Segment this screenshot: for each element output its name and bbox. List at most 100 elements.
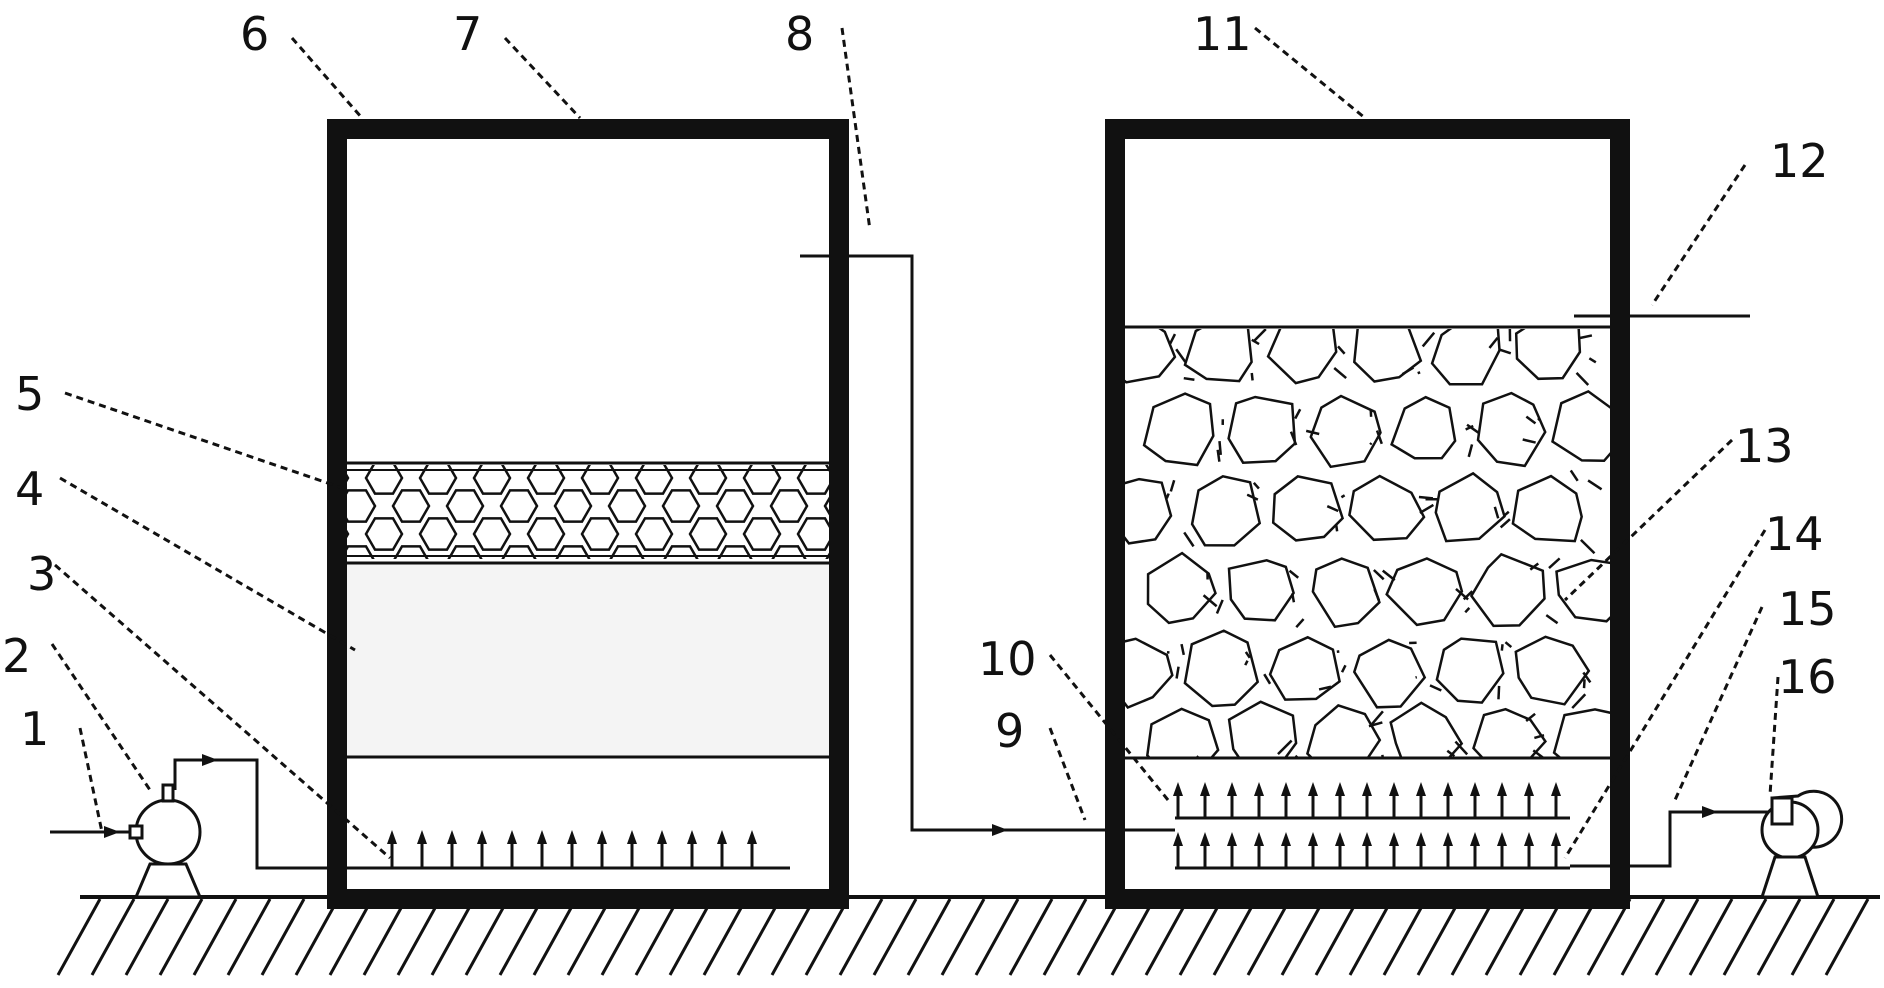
hatch-line xyxy=(126,899,168,975)
lower-nozzle-head xyxy=(1281,832,1291,846)
upper-nozzle-head xyxy=(1200,782,1210,796)
hatch-line xyxy=(942,899,984,975)
hatch-line xyxy=(772,899,814,975)
hatch-line xyxy=(500,899,542,975)
hex-cell xyxy=(717,490,753,521)
feed-pump xyxy=(130,785,200,897)
right-distributor-nozzles xyxy=(1173,782,1561,868)
hatch-line xyxy=(1214,899,1256,975)
hex-cell xyxy=(636,518,672,549)
callout-6: 6 xyxy=(240,7,269,61)
hatch-line xyxy=(1316,899,1358,975)
carrier-blob xyxy=(1474,709,1546,774)
carrier-stroke xyxy=(1469,444,1472,456)
callout-leader xyxy=(1770,677,1778,795)
carrier-stroke xyxy=(1495,507,1498,518)
upper-nozzle-head xyxy=(1227,782,1237,796)
lower-nozzle-head xyxy=(1497,832,1507,846)
carrier-stroke xyxy=(1290,571,1299,578)
callout-1: 1 xyxy=(20,702,49,756)
left-nozzle-head xyxy=(627,830,637,844)
carrier-stroke xyxy=(1327,506,1338,511)
carrier-blob xyxy=(1313,559,1380,627)
carrier-blob xyxy=(1192,476,1260,545)
carrier-stroke xyxy=(1502,644,1503,650)
carrier-stroke xyxy=(1501,519,1510,527)
carrier-blob xyxy=(1387,559,1462,625)
carrier-stroke xyxy=(1341,495,1344,497)
carrier-blob xyxy=(1270,637,1340,699)
upper-nozzle-head xyxy=(1281,782,1291,796)
carrier-stroke xyxy=(1292,766,1296,778)
hex-cell xyxy=(582,462,618,493)
hex-cell xyxy=(798,462,834,493)
hatch-line xyxy=(1690,899,1732,975)
carrier-blob xyxy=(1311,396,1381,467)
callout-leader xyxy=(60,478,355,650)
hex-cell xyxy=(690,462,726,493)
left-nozzle-head xyxy=(657,830,667,844)
hatch-line xyxy=(1622,899,1664,975)
hatch-line xyxy=(670,899,712,975)
carrier-stroke xyxy=(1430,685,1441,690)
carrier-stroke xyxy=(1635,728,1648,738)
callout-4: 4 xyxy=(15,462,44,516)
carrier-stroke xyxy=(1538,418,1540,420)
callout-leader xyxy=(1255,28,1365,118)
hex-cell xyxy=(501,490,537,521)
hatch-line xyxy=(466,899,508,975)
carrier-blob xyxy=(1554,709,1620,775)
carrier-blob xyxy=(1148,553,1216,623)
left-nozzle-head xyxy=(717,830,727,844)
carrier-stroke xyxy=(1465,608,1469,612)
hex-cell xyxy=(744,518,780,549)
hex-cell xyxy=(474,462,510,493)
hex-cell xyxy=(366,518,402,549)
hex-cell xyxy=(663,490,699,521)
carrier-blob xyxy=(1147,709,1218,771)
hex-cell xyxy=(393,490,429,521)
callout-3: 3 xyxy=(27,547,56,601)
hatch-line xyxy=(92,899,134,975)
carrier-stroke xyxy=(1588,480,1601,489)
carrier-blob xyxy=(1307,705,1379,778)
carrier-stroke xyxy=(1171,480,1174,491)
carrier-stroke xyxy=(1170,334,1175,344)
lower-nozzle-head xyxy=(1200,832,1210,846)
left-nozzle-head xyxy=(597,830,607,844)
left-nozzle-head xyxy=(447,830,457,844)
upper-nozzle-head xyxy=(1335,782,1345,796)
hatch-line xyxy=(1656,899,1698,975)
hex-cell xyxy=(798,518,834,549)
carrier-stroke xyxy=(1504,512,1508,516)
upper-nozzle-head xyxy=(1443,782,1453,796)
callout-14: 14 xyxy=(1765,507,1824,561)
left-nozzle-head xyxy=(747,830,757,844)
hatch-line xyxy=(1282,899,1324,975)
hatch-line xyxy=(602,899,644,975)
callout-13: 13 xyxy=(1735,419,1794,473)
hex-cell xyxy=(771,490,807,521)
hex-cell xyxy=(636,462,672,493)
hatch-line xyxy=(194,899,236,975)
hatch-line xyxy=(160,899,202,975)
carrier-stroke xyxy=(1182,644,1184,655)
hatch-line xyxy=(874,899,916,975)
carrier-blob xyxy=(1392,397,1456,458)
carrier-stroke xyxy=(1252,373,1253,380)
carrier-blob xyxy=(1185,631,1258,706)
callout-16: 16 xyxy=(1778,650,1837,704)
carrier-blob xyxy=(1432,320,1499,384)
upper-nozzle-head xyxy=(1497,782,1507,796)
carrier-stroke xyxy=(1219,441,1220,455)
carrier-stroke xyxy=(1245,661,1247,665)
lower-nozzle-head xyxy=(1416,832,1426,846)
hex-cell xyxy=(609,490,645,521)
carrier-stroke xyxy=(1254,483,1259,489)
callout-leaders xyxy=(52,28,1778,858)
carrier-stroke xyxy=(1498,686,1499,699)
hatch-line xyxy=(1112,899,1154,975)
carrier-stroke xyxy=(1254,329,1266,341)
